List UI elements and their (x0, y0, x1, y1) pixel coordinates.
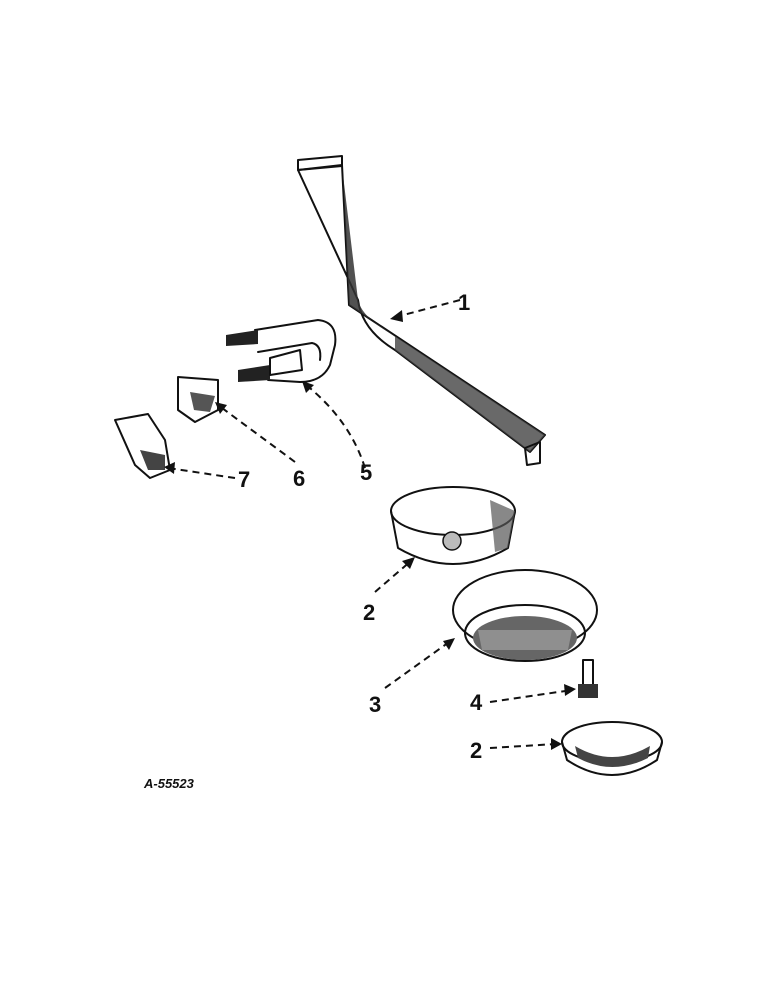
callout-2-lower: 2 (470, 738, 482, 763)
part-4-bolt (578, 659, 598, 698)
part-1-arm (297, 155, 546, 466)
callout-1: 1 (458, 290, 470, 315)
part-7-latch (114, 413, 171, 479)
callout-7: 7 (238, 467, 250, 492)
part-3-tire (452, 569, 598, 662)
reference-number: A-55523 (143, 776, 195, 791)
callout-2-upper: 2 (363, 600, 375, 625)
part-2-lower-hub (561, 721, 663, 776)
leader-lines (164, 299, 576, 750)
part-5-u-clamp (226, 319, 337, 383)
part-2-upper-hub (390, 486, 516, 565)
callout-3: 3 (369, 692, 381, 717)
callout-6: 6 (293, 466, 305, 491)
callout-4: 4 (470, 690, 483, 715)
callout-5: 5 (360, 460, 372, 485)
part-6-clip (177, 376, 219, 423)
